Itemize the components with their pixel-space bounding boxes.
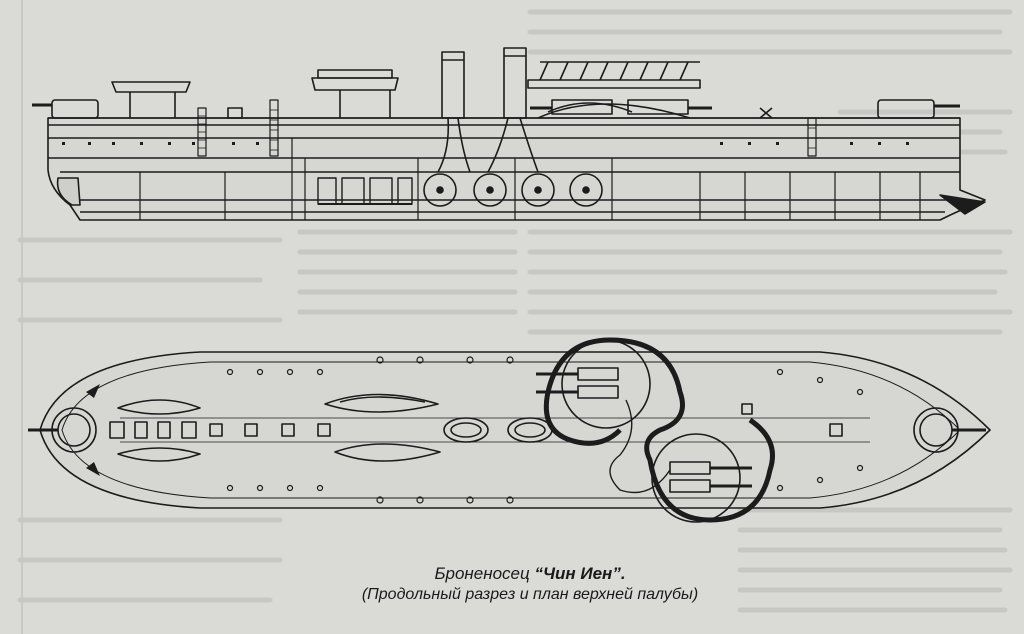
caption-subtitle: (Продольный разрез и план верхней палубы… (361, 586, 699, 603)
caption-prefix: Броненосец (434, 564, 535, 583)
caption-title: Броненосец “Чин Иен”. (300, 564, 760, 584)
deck-plan (28, 337, 991, 523)
caption-ship-name: “Чин Иен”. (534, 564, 626, 583)
figure-caption: Броненосец “Чин Иен”. (Продольный разрез… (300, 564, 760, 606)
longitudinal-section (32, 47, 986, 221)
